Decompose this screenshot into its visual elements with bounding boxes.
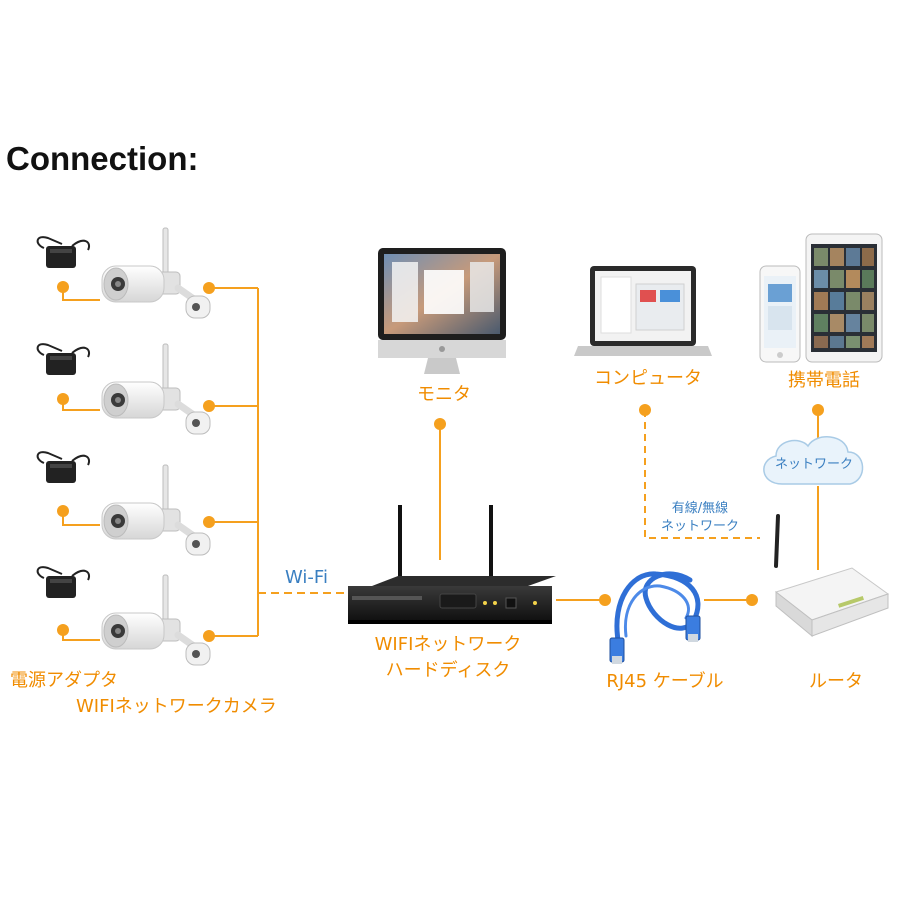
power-adapter-icon	[36, 566, 91, 599]
wifi-label: Wi-Fi	[285, 567, 328, 588]
wired-wireless-label-2: ネットワーク	[661, 519, 739, 534]
network-cloud-label: ネットワーク	[775, 457, 853, 472]
power-adapter-icon	[36, 236, 91, 269]
computer-label: コンピュータ	[594, 368, 702, 389]
power-adapter-icon	[36, 343, 91, 376]
camera-bus	[209, 287, 259, 637]
router-label: ルータ	[809, 671, 863, 692]
cable-label: RJ45 ケーブル	[606, 670, 723, 692]
smartphone-icon	[759, 265, 801, 363]
tablet-icon	[805, 233, 883, 363]
bullet-camera-icon	[102, 465, 210, 555]
camera-dots	[203, 282, 215, 642]
cable-links	[556, 594, 758, 606]
monitor-icon	[378, 248, 506, 374]
computer-link	[639, 404, 760, 539]
power-adapter-label: 電源アダプタ	[10, 670, 118, 691]
camera-unit-2	[36, 343, 210, 434]
adapter-dots	[57, 281, 69, 636]
wired-wireless-label-1: 有線/無線	[672, 500, 728, 516]
mobile-label: 携帯電話	[788, 370, 860, 391]
camera-label: WIFIネットワークカメラ	[76, 696, 277, 717]
camera-unit-3	[36, 451, 210, 555]
mobile-link	[812, 404, 824, 570]
bullet-camera-icon	[102, 575, 210, 665]
nvr-recorder-icon	[348, 505, 556, 624]
bullet-camera-icon	[102, 228, 210, 318]
router-icon	[774, 514, 890, 638]
camera-unit-4	[36, 566, 210, 665]
nvr-label-2: ハードディスク	[386, 660, 511, 681]
laptop-icon	[574, 266, 712, 356]
monitor-link	[434, 418, 446, 560]
page-title: Connection:	[6, 140, 199, 177]
power-adapter-icon	[36, 451, 91, 484]
camera-unit-1	[36, 228, 210, 318]
rj45-cable-icon	[609, 571, 701, 664]
cloud-icon	[763, 436, 864, 485]
nvr-label-1: WIFIネットワーク	[375, 634, 522, 655]
bullet-camera-icon	[102, 344, 210, 434]
monitor-label: モニタ	[417, 384, 471, 405]
